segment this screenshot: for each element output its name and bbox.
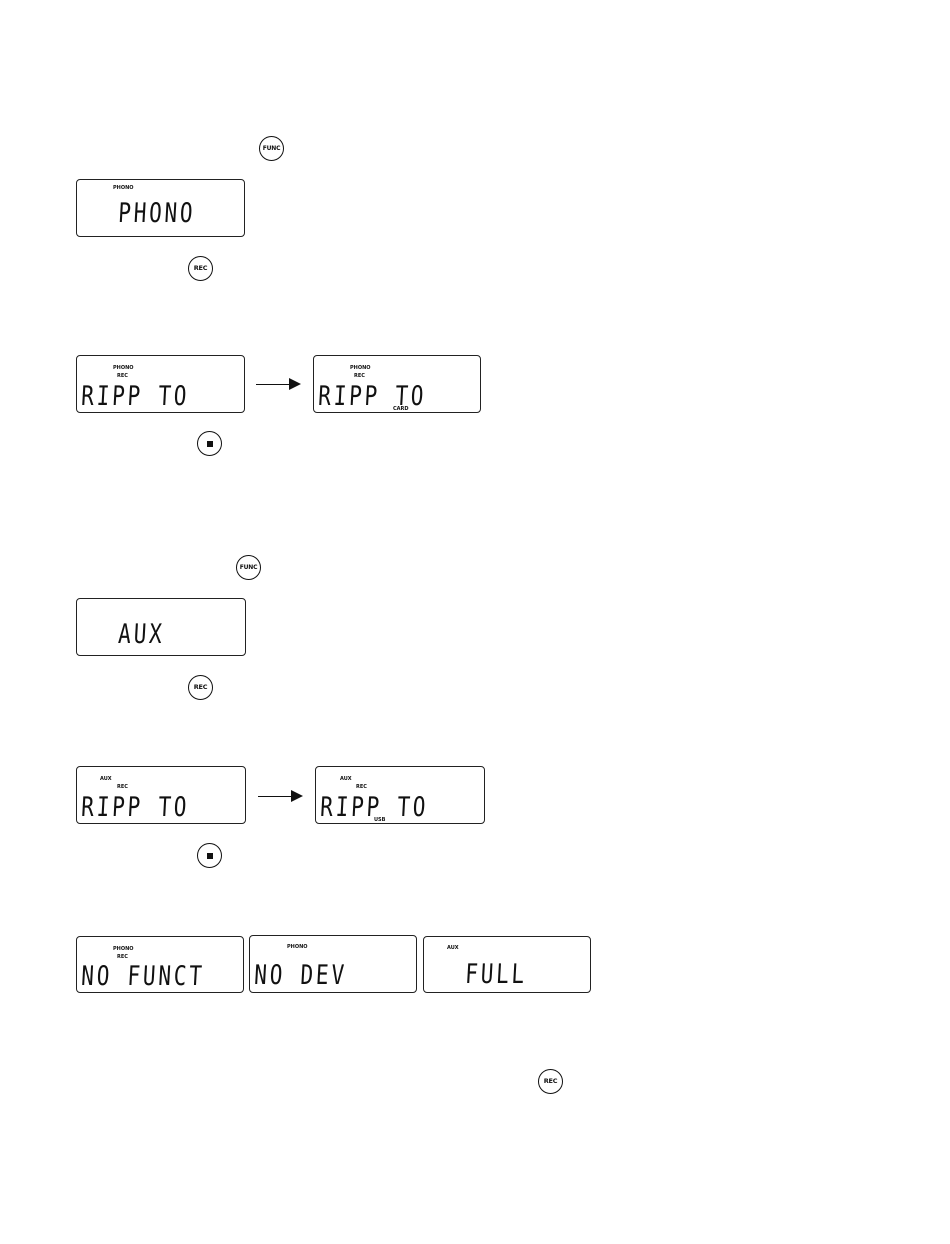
source-indicator-phono: PHONO (287, 945, 308, 950)
lcd-display-full: AUX FULL (423, 936, 591, 993)
source-indicator-aux: AUX (100, 777, 112, 782)
lcd-display-aux: AUX (76, 598, 246, 656)
rec-button[interactable]: REC (188, 675, 213, 700)
lcd-display-no-funct: PHONO REC NO FUNCT (76, 936, 244, 993)
source-indicator-phono: PHONO (350, 366, 371, 371)
lcd-text: NO DEV (254, 962, 348, 989)
rec-indicator: REC (117, 955, 128, 960)
lcd-display-aux-ripp-to-usb: AUX REC RIPP TO USB (315, 766, 485, 824)
rec-indicator: REC (117, 374, 128, 379)
func-button-label: FUNC (263, 146, 281, 152)
lcd-text: RIPP TO (81, 383, 190, 410)
source-indicator-phono: PHONO (113, 186, 134, 191)
stop-square-icon (207, 441, 213, 447)
lcd-text: RIPP TO (318, 383, 427, 410)
source-indicator-phono: PHONO (113, 366, 134, 371)
rec-indicator: REC (354, 374, 365, 379)
rec-indicator: REC (356, 785, 367, 790)
card-indicator: CARD (393, 407, 409, 412)
lcd-text: NO FUNCT (81, 963, 206, 990)
usb-indicator: USB (374, 818, 385, 823)
lcd-display-phono-ripp-to-card: PHONO REC RIPP TO CARD (313, 355, 481, 413)
rec-indicator: REC (117, 785, 128, 790)
lcd-display-phono: PHONO PHONO (76, 179, 245, 237)
lcd-text: AUX (118, 621, 166, 648)
stop-button[interactable] (197, 843, 222, 868)
stop-button[interactable] (197, 431, 222, 456)
lcd-text: PHONO (118, 200, 197, 227)
rec-button-label: REC (194, 684, 208, 691)
stop-square-icon (207, 853, 213, 859)
func-button-label: FUNC (240, 565, 258, 571)
arrow-right-icon (256, 378, 301, 390)
lcd-display-aux-ripp-to: AUX REC RIPP TO (76, 766, 246, 824)
rec-button-label: REC (194, 265, 208, 272)
lcd-display-phono-ripp-to: PHONO REC RIPP TO (76, 355, 245, 413)
source-indicator-phono: PHONO (113, 947, 134, 952)
source-indicator-aux: AUX (447, 946, 459, 951)
func-button[interactable]: FUNC (236, 555, 261, 580)
func-button[interactable]: FUNC (259, 136, 284, 161)
rec-button[interactable]: REC (538, 1069, 563, 1094)
source-indicator-aux: AUX (340, 777, 352, 782)
lcd-display-no-dev: PHONO NO DEV (249, 935, 417, 993)
rec-button-label: REC (544, 1078, 558, 1085)
lcd-text: RIPP TO (81, 794, 190, 821)
lcd-text: FULL (465, 961, 528, 988)
arrow-right-icon (258, 790, 303, 802)
rec-button[interactable]: REC (188, 256, 213, 281)
